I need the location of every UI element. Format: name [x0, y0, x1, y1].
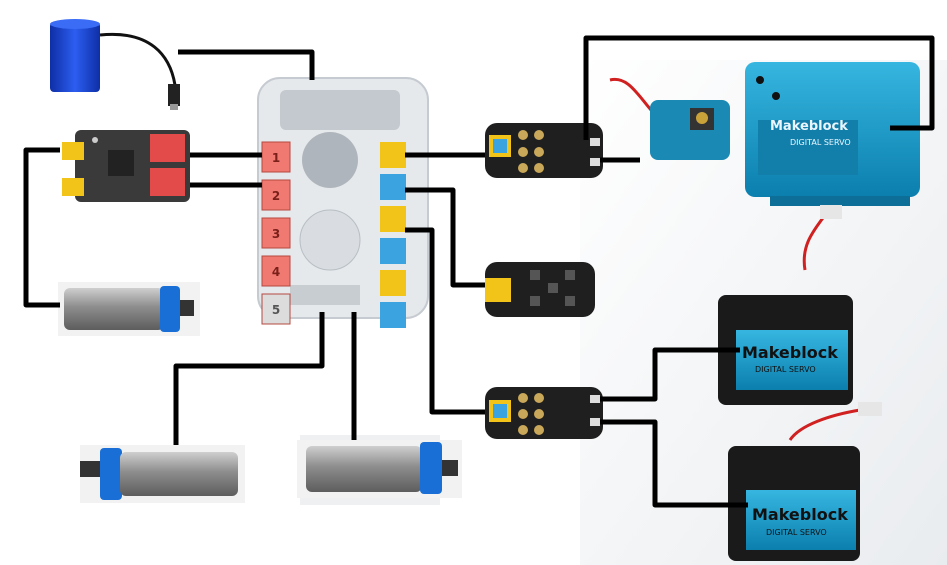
- gear-motor-left: [58, 282, 200, 336]
- port-4-block: [261, 255, 291, 287]
- port-5-label: 5: [272, 303, 280, 317]
- right-port-3-block: [380, 206, 406, 232]
- servo-middle: Makeblock DIGITAL SERVO: [718, 205, 853, 405]
- wire-adapter-to-middle-servo: [600, 347, 740, 402]
- port-5-block: [261, 293, 291, 325]
- wiring: [23, 35, 935, 508]
- servo-adapter-bottom: [485, 387, 603, 439]
- right-port-6-block: [380, 302, 406, 328]
- port-3-label: 3: [272, 227, 280, 241]
- wire-port-to-bottom-adapter: [405, 227, 485, 415]
- servo-bottom: Makeblock DIGITAL SERVO: [728, 402, 882, 561]
- wire-adapter-to-arm-servo: [583, 35, 935, 140]
- gear-motor-bottom-center: [297, 440, 462, 498]
- servo-brand-label: Makeblock: [742, 343, 838, 362]
- port-1-label: 1: [272, 151, 280, 165]
- servo-type-label: DIGITAL SERVO: [755, 365, 816, 374]
- port-4-label: 4: [272, 265, 280, 279]
- wire-battery-to-board: [178, 49, 315, 80]
- gear-motor-bottom-left: [80, 445, 245, 503]
- battery: [50, 19, 180, 110]
- port-2-block: [261, 179, 291, 211]
- servo-brand-label: Makeblock: [770, 119, 848, 134]
- left-port-column: 1 2 3 4 5: [261, 141, 291, 325]
- right-port-5-block: [380, 270, 406, 296]
- wire-adapter-to-bottom-servo: [600, 419, 748, 508]
- wire-port-to-led-module: [405, 187, 485, 288]
- servo-type-label: DIGITAL SERVO: [790, 138, 851, 147]
- wire-board-to-bottom-left-motor: [173, 312, 325, 445]
- motor-driver-board: [62, 130, 190, 202]
- right-port-4-block: [380, 238, 406, 264]
- right-port-column: [380, 142, 406, 328]
- port-3-block: [261, 217, 291, 249]
- led-module: [485, 262, 595, 317]
- wire-driver-to-left-motor: [23, 147, 60, 308]
- servo-brand-label: Makeblock: [752, 505, 848, 524]
- robot-arm: Makeblock DIGITAL SERVO: [609, 62, 920, 206]
- right-port-1-block: [380, 142, 406, 168]
- servo-adapter-top: [485, 123, 603, 178]
- servo-type-label: DIGITAL SERVO: [766, 528, 827, 537]
- port-2-label: 2: [272, 189, 280, 203]
- right-port-2-block: [380, 174, 406, 200]
